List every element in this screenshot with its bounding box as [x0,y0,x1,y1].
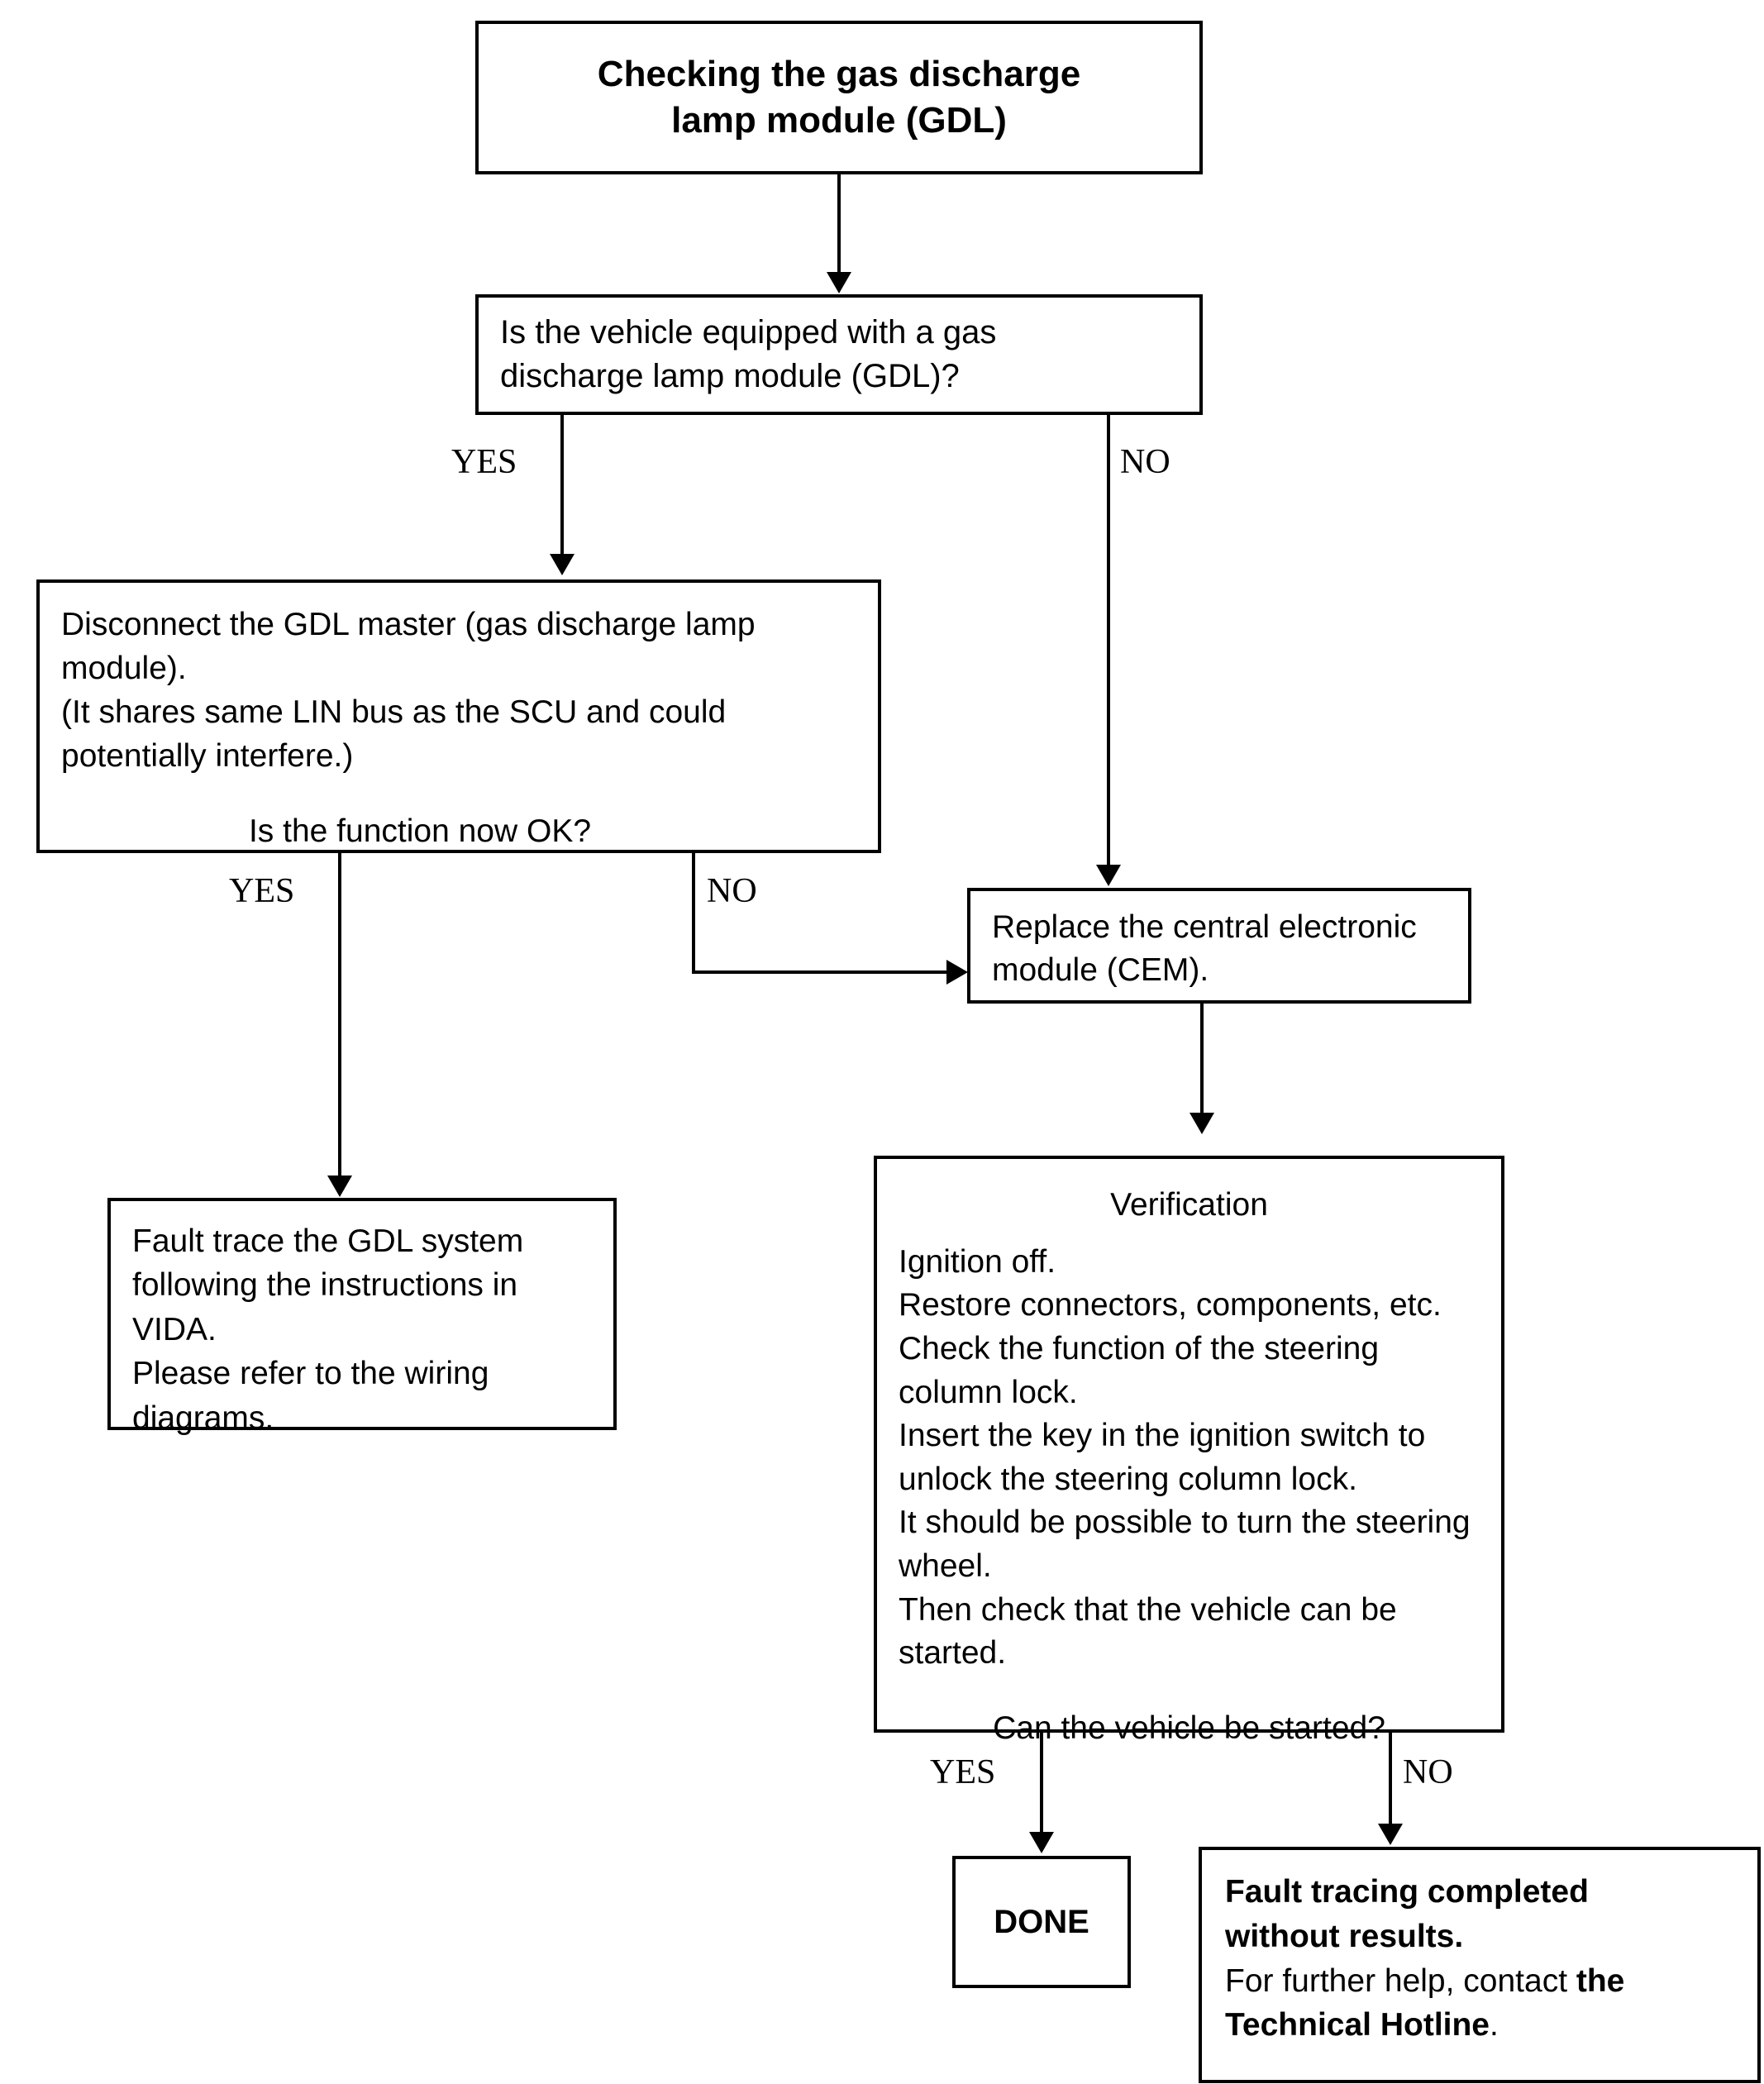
connector-question-yes-vertical [560,415,564,554]
node-hotline-period: . [1490,2007,1499,2043]
node-done-text: DONE [994,1904,1089,1940]
edge-label-gdl-yes: YES [451,443,517,481]
arrowhead-verification-yes [1029,1832,1054,1853]
arrowhead-cem-to-verification [1190,1113,1214,1134]
node-hotline-bold-technical-hotline: Technical Hotline [1225,2007,1490,2043]
node-disconnect-question-text: Is the function now OK? [248,813,592,850]
connector-verification-no-vertical [1389,1733,1392,1824]
node-title-checking-gdl: Checking the gas discharge lamp module (… [475,21,1203,174]
node-disconnect-body-text: Disconnect the GDL master (gas discharge… [61,607,756,775]
connector-cem-to-verification [1200,1004,1204,1113]
node-fault-trace-gdl: Fault trace the GDL system following the… [107,1198,617,1436]
edge-label-function-no: NO [707,872,757,910]
connector-disconnect-no-vertical [692,853,695,974]
node-question-gdl-equipped: Is the vehicle equipped with a gas disch… [475,294,1203,415]
connector-disconnect-yes-vertical [338,853,341,1184]
node-hotline-regular-text: For further help, contact [1225,1962,1576,1999]
arrowhead-disconnect-no [946,960,968,985]
connector-verification-yes-vertical [1040,1733,1043,1832]
node-question-gdl-text: Is the vehicle equipped with a gas disch… [500,314,997,394]
node-hotline-bold-the: the [1576,1962,1625,1999]
arrowhead-verification-no [1378,1824,1403,1845]
edge-label-started-no: NO [1403,1753,1453,1791]
node-fault-trace-gdl-text: Fault trace the GDL system following the… [132,1223,524,1436]
connector-disconnect-no-horizontal [692,970,952,974]
edge-label-gdl-no: NO [1120,443,1170,481]
node-hotline-bold-line2: without results. [1225,1918,1464,1954]
node-done: DONE [952,1856,1131,1988]
connector-title-to-question [837,174,841,272]
arrowhead-disconnect-yes [327,1176,352,1197]
connector-question-no-vertical [1107,415,1110,865]
node-verification: Verification Ignition off. Restore conne… [874,1156,1504,1746]
edge-label-started-yes: YES [930,1753,996,1791]
node-verification-body-text: Ignition off. Restore connectors, compon… [899,1243,1471,1671]
arrowhead-title-to-question [827,272,851,293]
node-disconnect-gdl-master: Disconnect the GDL master (gas discharge… [36,579,881,853]
arrowhead-question-yes [550,554,574,575]
edge-label-function-yes: YES [229,872,295,910]
node-replace-cem-text: Replace the central electronic module (C… [992,909,1417,989]
node-hotline-bold-line1: Fault tracing completed [1225,1874,1589,1910]
arrowhead-question-no [1096,865,1121,886]
node-fault-tracing-completed: Fault tracing completed without results.… [1199,1847,1761,2083]
node-verification-question-text: Can the vehicle be started? [993,1710,1385,1747]
node-verification-title: Verification [1110,1187,1268,1223]
node-replace-cem: Replace the central electronic module (C… [967,888,1471,1004]
node-title-text: Checking the gas discharge lamp module (… [597,53,1081,141]
